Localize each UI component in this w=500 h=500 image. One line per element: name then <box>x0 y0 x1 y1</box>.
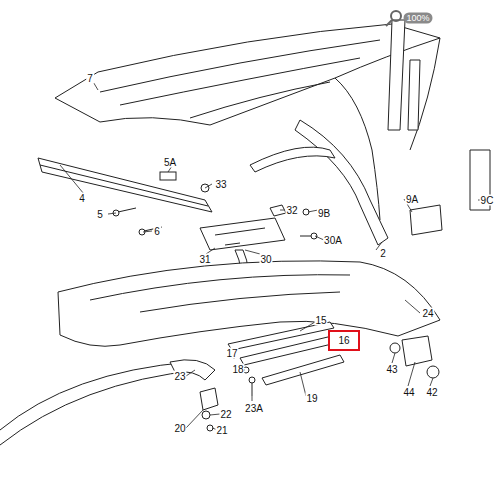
callout-number: 5A <box>163 157 177 168</box>
callout-number: 19 <box>305 393 318 404</box>
callout-number: 30A <box>323 235 343 246</box>
callout-number: 30 <box>259 254 272 265</box>
callout-number: 20 <box>173 423 186 434</box>
callout-number: 16 <box>338 335 350 346</box>
callout-number: 43 <box>385 364 398 375</box>
callout-number: 24 <box>421 308 434 319</box>
callout-number: 15 <box>314 315 327 326</box>
callout-number: 9B <box>317 208 331 219</box>
callout-number: 32 <box>285 205 298 216</box>
callout-number: 22 <box>219 409 232 420</box>
callout-number: 18 <box>231 364 244 375</box>
zoom-badge: 100% <box>403 13 432 24</box>
callout-number: 2 <box>379 248 387 259</box>
callout-number: 21 <box>215 425 228 436</box>
callout-number: 31 <box>198 254 211 265</box>
callout-number: 6 <box>153 226 161 237</box>
callout-number: 23A <box>244 403 264 414</box>
callout-number: 23 <box>173 371 186 382</box>
callout-number: 17 <box>225 348 238 359</box>
callout-number: 42 <box>425 387 438 398</box>
callout-number: 9A <box>405 194 419 205</box>
callout-number: 4 <box>78 193 86 204</box>
highlight-box: 16 <box>328 330 360 351</box>
callout-number: 33 <box>214 179 227 190</box>
callout-number: 7 <box>86 73 94 84</box>
callout-number: 44 <box>402 387 415 398</box>
callout-number: 9C <box>480 195 495 206</box>
callout-number: 5 <box>96 209 104 220</box>
